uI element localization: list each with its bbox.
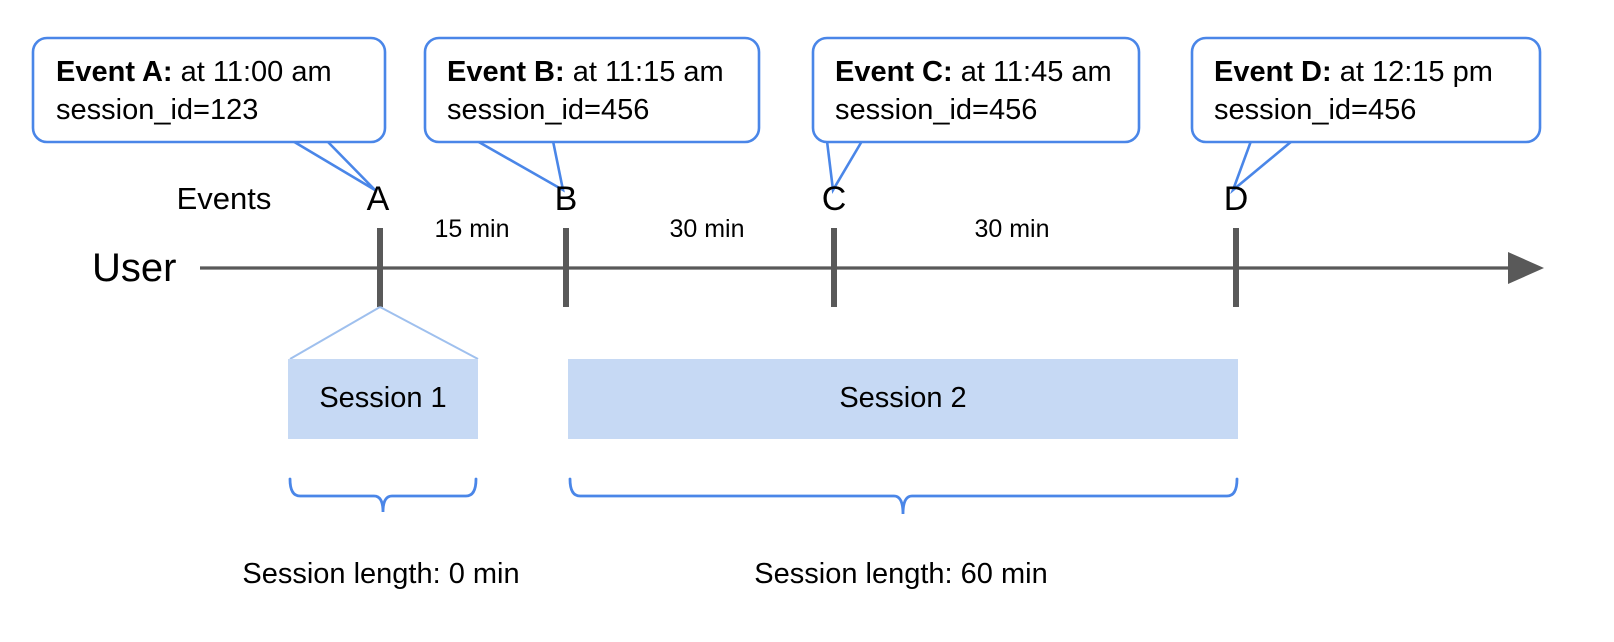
marker-label-b: B <box>555 180 578 218</box>
callout-event-a-tail <box>286 138 376 192</box>
gap-label-c-d: 30 min <box>974 215 1049 243</box>
marker-label-d: D <box>1224 180 1249 218</box>
row-label-user: User <box>92 246 176 290</box>
session-1-bar[interactable] <box>288 359 478 439</box>
callout-event-a-line1: Event A: at 11:00 am <box>56 56 332 88</box>
callout-event-c-lead: Event C: <box>835 56 953 88</box>
callout-event-b-time: at 11:15 am <box>565 56 724 88</box>
session-1-brace <box>288 477 478 513</box>
callout-event-d-line2: session_id=456 <box>1214 94 1416 126</box>
row-label-events: Events <box>177 181 272 216</box>
callout-event-b-lead: Event B: <box>447 56 565 88</box>
callout-event-c[interactable]: Event C: at 11:45 am session_id=456 <box>811 36 1141 194</box>
callout-event-b-box <box>423 36 761 144</box>
callout-event-b-line1: Event B: at 11:15 am <box>447 56 724 88</box>
session-1-label: Session 1 <box>319 382 446 414</box>
session-1-length-caption: Session length: 0 min <box>242 558 519 590</box>
callout-event-a[interactable]: Event A: at 11:00 am session_id=123 <box>31 36 387 192</box>
timeline-arrow-icon <box>1508 252 1544 284</box>
callout-event-b-tail <box>472 139 565 193</box>
callout-event-c-time: at 11:45 am <box>953 56 1112 88</box>
callout-event-b-line2: session_id=456 <box>447 94 649 126</box>
gap-label-a-b: 15 min <box>434 215 509 243</box>
callout-event-c-box <box>811 36 1141 144</box>
callout-event-d[interactable]: Event D: at 12:15 pm session_id=456 <box>1190 36 1542 195</box>
callout-event-c-line1: Event C: at 11:45 am <box>835 56 1112 88</box>
callout-event-a-box <box>31 36 387 144</box>
marker-label-a: A <box>367 180 390 218</box>
marker-label-c: C <box>822 180 847 218</box>
callout-event-a-lead: Event A: <box>56 56 173 88</box>
callout-event-d-box <box>1190 36 1542 144</box>
callout-event-a-time: at 11:00 am <box>173 56 332 88</box>
gap-label-b-c: 30 min <box>669 215 744 243</box>
session-1-funnel-left <box>289 306 381 360</box>
callout-event-d-line1: Event D: at 12:15 pm <box>1214 56 1493 88</box>
session-2-label: Session 2 <box>839 382 966 414</box>
callout-event-d-time: at 12:15 pm <box>1332 56 1493 88</box>
session-2-brace <box>568 477 1239 515</box>
session-2-bar[interactable] <box>568 359 1238 439</box>
callout-event-b[interactable]: Event B: at 11:15 am session_id=456 <box>423 36 761 193</box>
callout-event-a-line2: session_id=123 <box>56 94 258 126</box>
session-2-length-caption: Session length: 60 min <box>754 558 1047 590</box>
callout-event-c-line2: session_id=456 <box>835 94 1037 126</box>
callout-event-d-lead: Event D: <box>1214 56 1332 88</box>
session-1-funnel-right <box>379 306 479 360</box>
